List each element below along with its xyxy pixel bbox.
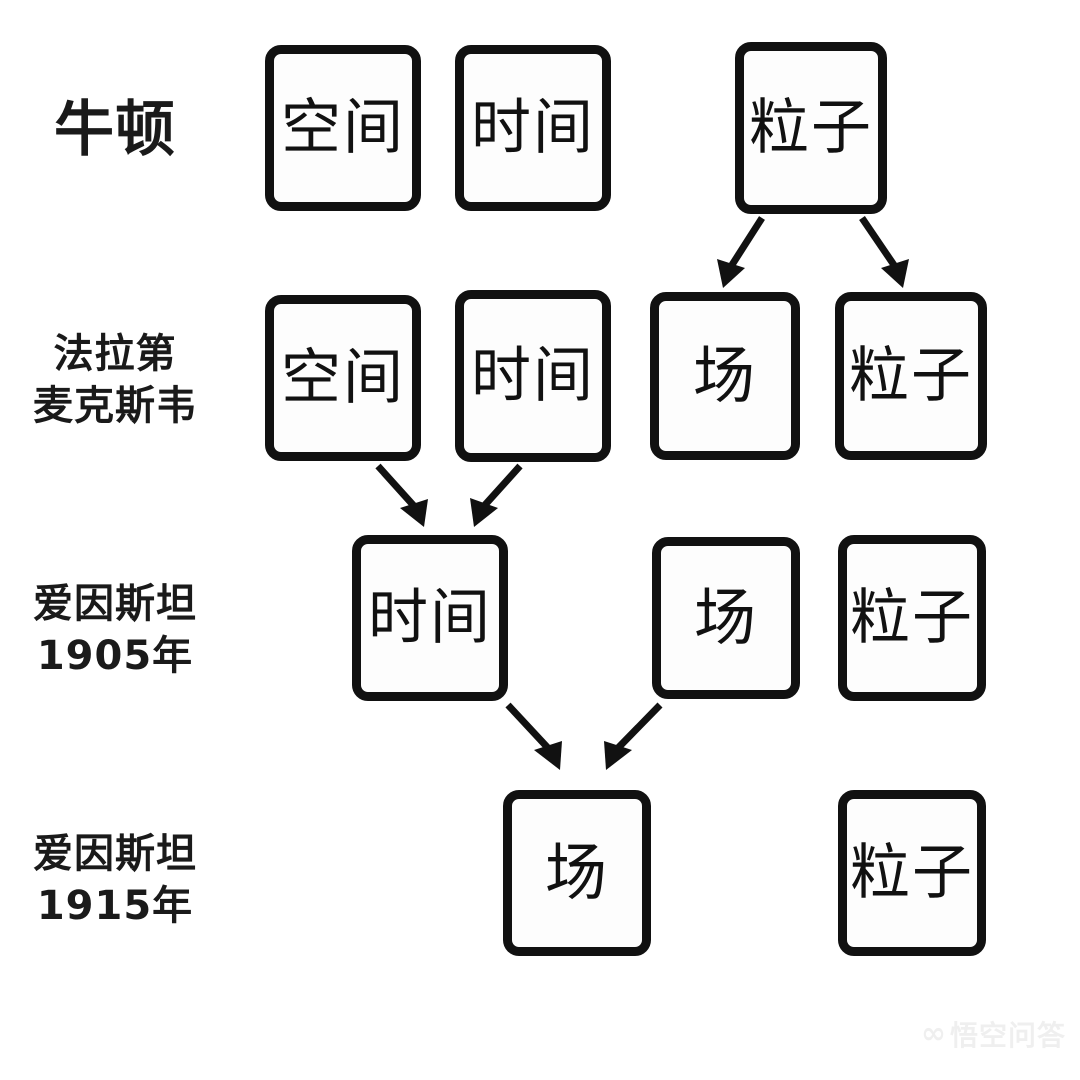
row-label-line: 牛顿 [54, 95, 176, 165]
row-label-einstein-1915: 爱因斯坦 1915年 [0, 800, 230, 960]
arrow-particle-to-particle [859, 216, 909, 288]
node-newton-particle[interactable]: 粒子 [735, 42, 887, 214]
watermark: ∞ 悟空问答 [921, 1014, 1066, 1054]
node-einstein1905-particle[interactable]: 粒子 [838, 535, 986, 701]
node-einstein1905-spacetime[interactable]: 时间 [352, 535, 508, 701]
arrow-time-to-spacetime [470, 463, 523, 527]
arrow-space-to-spacetime [375, 463, 428, 527]
row-label-line: 爱因斯坦 [33, 581, 197, 627]
arrow-spacetime-to-field [505, 702, 562, 770]
row-label-line: 麦克斯韦 [33, 383, 197, 429]
node-einstein1905-field[interactable]: 场 [652, 537, 800, 699]
row-label-line: 爱因斯坦 [33, 831, 197, 877]
row-label-line: 法拉第 [53, 331, 177, 377]
arrow-particle-to-field [717, 216, 765, 288]
node-einstein1915-particle[interactable]: 粒子 [838, 790, 986, 956]
node-maxwell-particle[interactable]: 粒子 [835, 292, 987, 460]
node-newton-time[interactable]: 时间 [455, 45, 611, 211]
row-label-line: 1905年 [36, 633, 194, 679]
row-label-einstein-1905: 爱因斯坦 1905年 [0, 550, 230, 710]
node-maxwell-time[interactable]: 时间 [455, 290, 611, 462]
node-maxwell-field[interactable]: 场 [650, 292, 800, 460]
node-einstein1915-field[interactable]: 场 [503, 790, 651, 956]
arrow-field-to-field [604, 702, 663, 770]
row-label-newton: 牛顿 [0, 60, 230, 200]
node-newton-space[interactable]: 空间 [265, 45, 421, 211]
watermark-text: 悟空问答 [949, 1019, 1066, 1052]
node-maxwell-space[interactable]: 空间 [265, 295, 421, 461]
row-label-faraday-maxwell: 法拉第 麦克斯韦 [0, 300, 230, 460]
row-label-line: 1915年 [36, 883, 194, 929]
watermark-logo-icon: ∞ [920, 1016, 946, 1051]
